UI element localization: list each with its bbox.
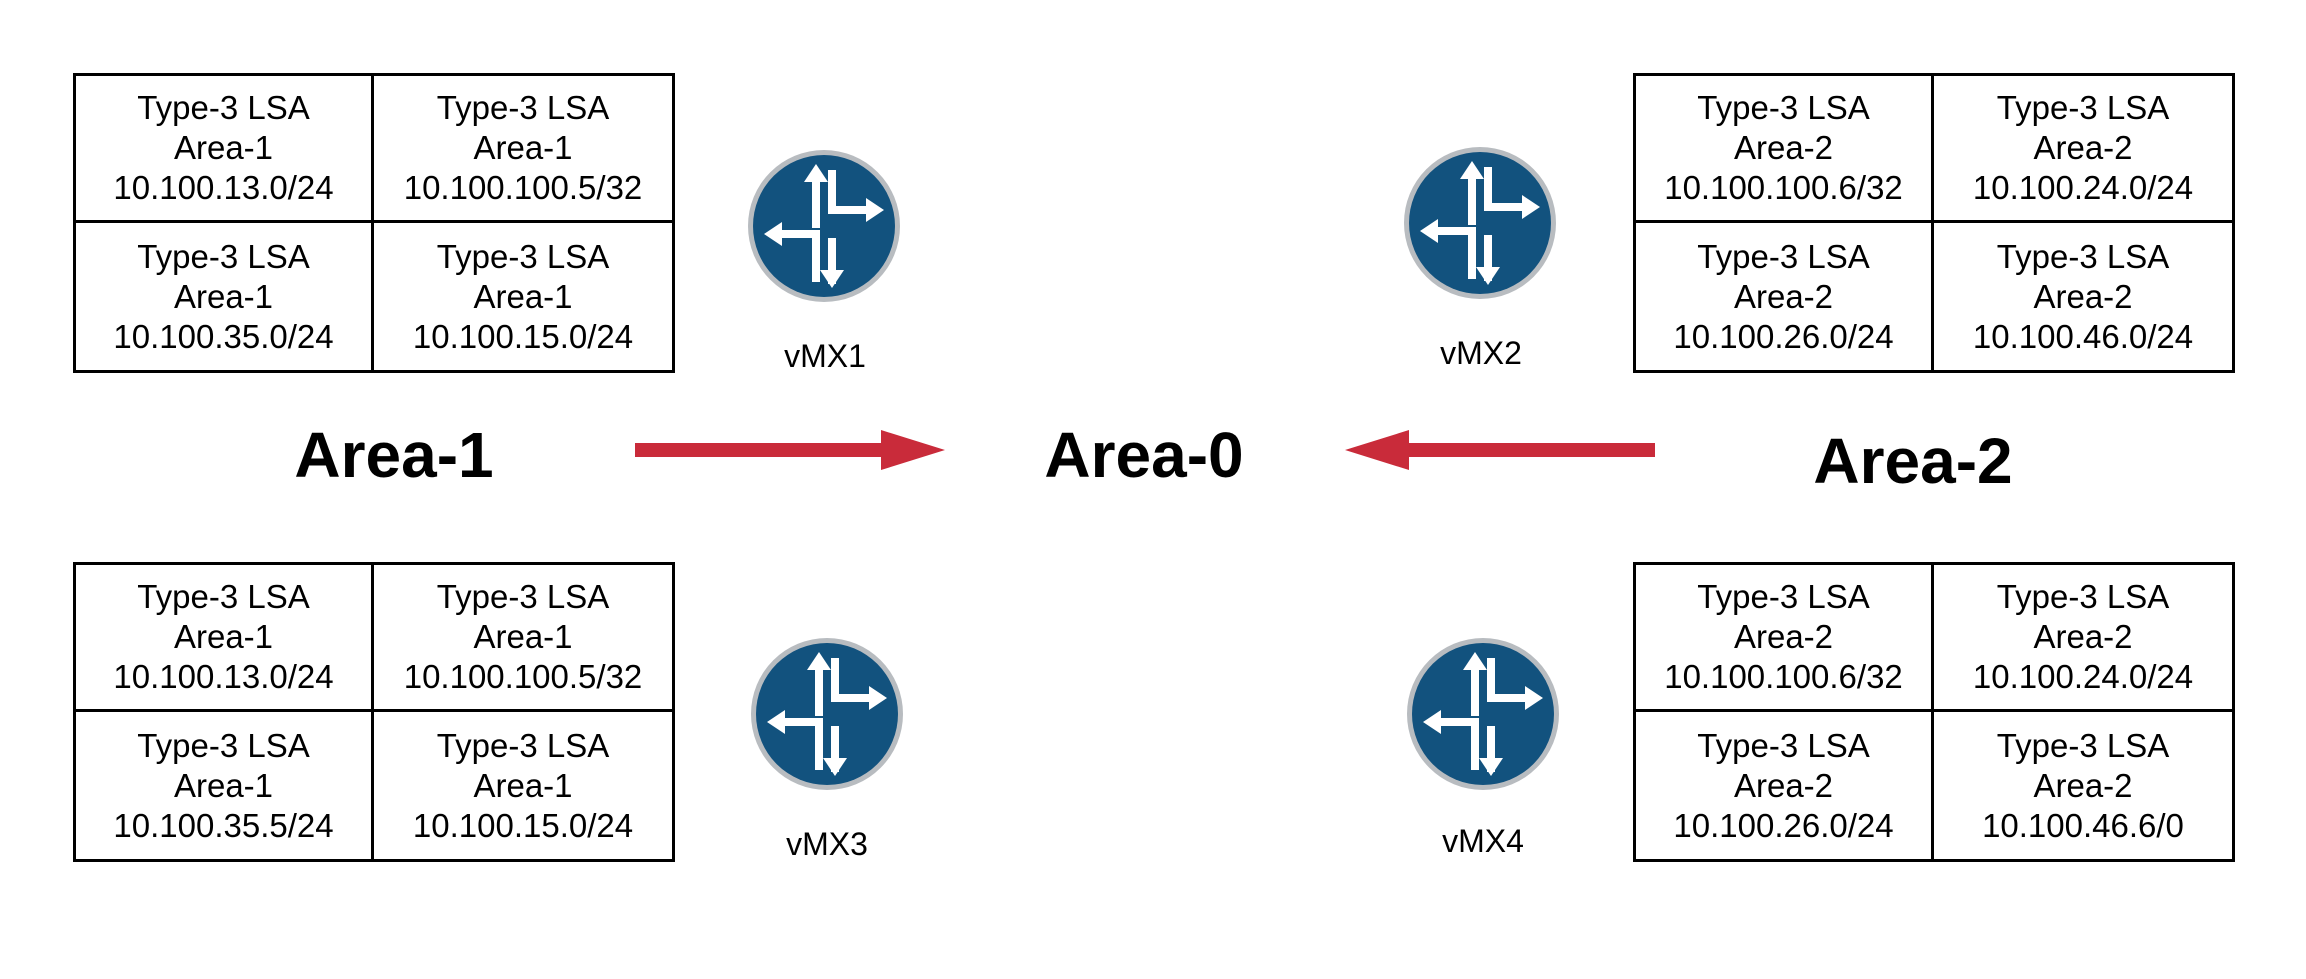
router-label-vmx1: vMX1	[784, 338, 866, 374]
lsa-type: Type-3 LSA	[1996, 237, 2170, 275]
lsa-type: Type-3 LSA	[137, 237, 310, 275]
lsa-type: Type-3 LSA	[436, 89, 610, 126]
lsa-type: Type-3 LSA	[436, 726, 610, 764]
lsa-area: Area-2	[1733, 129, 1834, 166]
lsa-area: Area-2	[2033, 618, 2133, 655]
lsa-type: Type-3 LSA	[1996, 89, 2170, 126]
lsa-prefix: 10.100.13.0/24	[113, 169, 334, 206]
lsa-type: Type-3 LSA	[137, 578, 310, 615]
lsa-area: Area-1	[473, 277, 573, 315]
area-label-area1: Area-1	[294, 419, 494, 491]
lsa-type: Type-3 LSA	[1697, 237, 1870, 275]
router-icon	[1400, 143, 1560, 303]
lsa-prefix: 10.100.24.0/24	[1972, 169, 2194, 206]
lsa-type: Type-3 LSA	[137, 89, 310, 126]
lsa-area: Area-1	[173, 618, 274, 655]
lsa-area: Area-2	[1733, 618, 1834, 655]
lsa-area: Area-2	[2033, 277, 2133, 315]
lsa-prefix: 10.100.26.0/24	[1673, 806, 1894, 844]
router-icon	[744, 146, 904, 306]
arrow-right-icon	[635, 430, 945, 470]
lsa-prefix: 10.100.46.0/24	[1972, 317, 2194, 355]
lsa-area: Area-2	[2033, 129, 2133, 166]
lsa-type: Type-3 LSA	[1697, 726, 1870, 764]
lsa-type: Type-3 LSA	[1697, 578, 1870, 615]
lsa-prefix: 10.100.26.0/24	[1673, 317, 1894, 355]
lsa-type: Type-3 LSA	[1996, 726, 2170, 764]
router-label-vmx2: vMX2	[1440, 335, 1522, 371]
lsa-type: Type-3 LSA	[1697, 89, 1870, 126]
lsa-type: Type-3 LSA	[436, 237, 610, 275]
lsa-prefix: 10.100.100.6/32	[1664, 169, 1903, 206]
area-label-area2: Area-2	[1813, 425, 2013, 497]
lsa-prefix: 10.100.100.6/32	[1664, 658, 1903, 695]
lsa-area: Area-2	[1733, 277, 1834, 315]
router-icon	[1403, 634, 1563, 794]
lsa-prefix: 10.100.100.5/32	[403, 658, 643, 695]
lsa-prefix: 10.100.15.0/24	[412, 317, 634, 355]
router-icon	[747, 634, 907, 794]
lsa-prefix: 10.100.24.0/24	[1972, 658, 2194, 695]
lsa-area: Area-1	[173, 766, 274, 804]
router-label-vmx3: vMX3	[786, 826, 868, 862]
router-label-vmx4: vMX4	[1442, 823, 1524, 859]
lsa-prefix: 10.100.35.0/24	[113, 317, 334, 355]
lsa-area: Area-1	[473, 618, 573, 655]
lsa-area: Area-1	[173, 277, 274, 315]
lsa-prefix: 10.100.13.0/24	[113, 658, 334, 695]
lsa-prefix: 10.100.35.5/24	[113, 806, 334, 844]
lsa-area: Area-1	[473, 129, 573, 166]
lsa-area: Area-1	[473, 766, 573, 804]
area-label-area0: Area-0	[1044, 419, 1244, 491]
lsa-area: Area-2	[2033, 766, 2133, 804]
lsa-area: Area-1	[173, 129, 274, 166]
lsa-type: Type-3 LSA	[436, 578, 610, 615]
lsa-prefix: 10.100.15.0/24	[412, 806, 634, 844]
lsa-type: Type-3 LSA	[1996, 578, 2170, 615]
lsa-area: Area-2	[1733, 766, 1834, 804]
lsa-prefix: 10.100.46.6/0	[1982, 806, 2184, 844]
arrow-left-icon	[1345, 430, 1655, 470]
lsa-type: Type-3 LSA	[137, 726, 310, 764]
lsa-prefix: 10.100.100.5/32	[403, 169, 643, 206]
